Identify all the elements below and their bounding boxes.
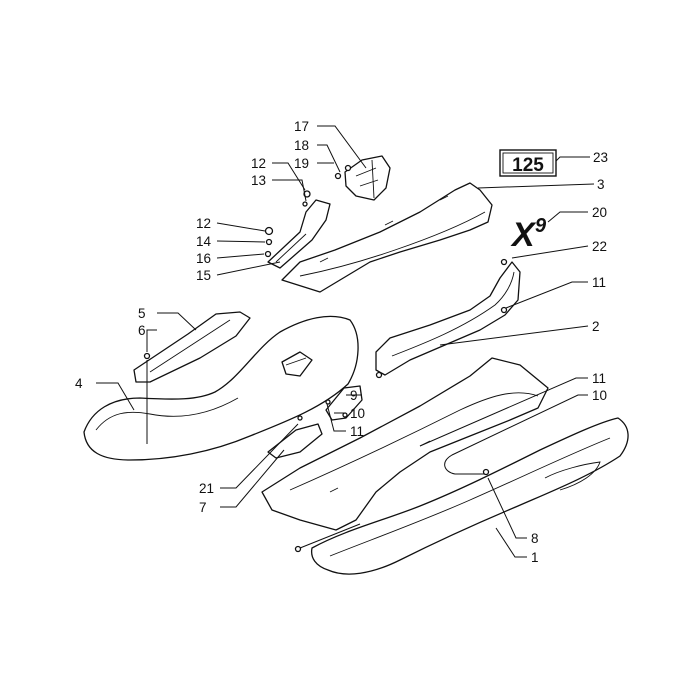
callout-12-top: 12 bbox=[251, 156, 266, 171]
callout-11-right-top: 11 bbox=[592, 275, 606, 290]
callout-2: 2 bbox=[592, 319, 600, 334]
catalog-number-box: 125 bbox=[499, 149, 557, 177]
callout-20: 20 bbox=[592, 205, 607, 220]
callout-13: 13 bbox=[251, 173, 266, 188]
callout-1: 1 bbox=[531, 550, 539, 565]
fasteners bbox=[143, 164, 508, 553]
callout-16: 16 bbox=[196, 251, 211, 266]
callout-8: 8 bbox=[531, 531, 539, 546]
callout-18: 18 bbox=[294, 138, 309, 153]
leader-lines bbox=[96, 125, 595, 558]
callout-17: 17 bbox=[294, 119, 309, 134]
part-15-hinge-bar bbox=[267, 199, 331, 269]
callout-23: 23 bbox=[593, 150, 608, 165]
logo-letter: X bbox=[510, 216, 537, 254]
callout-12-mid: 12 bbox=[196, 216, 211, 231]
callout-10-mid: 10 bbox=[350, 406, 365, 421]
callout-3: 3 bbox=[597, 177, 605, 192]
part-4-left-footboard bbox=[83, 315, 359, 461]
callout-11-mid: 11 bbox=[350, 424, 364, 439]
callout-4: 4 bbox=[75, 376, 83, 391]
callout-6: 6 bbox=[138, 323, 146, 338]
part-1-right-footboard bbox=[310, 417, 629, 575]
callout-14: 14 bbox=[196, 234, 212, 249]
callout-21: 21 bbox=[199, 481, 214, 496]
part-5-plate bbox=[133, 311, 251, 383]
part-2-tunnel-panel bbox=[375, 261, 521, 376]
catalog-number: 125 bbox=[512, 155, 544, 176]
part-17-bracket bbox=[344, 155, 391, 201]
callout-22: 22 bbox=[592, 239, 607, 254]
callout-19: 19 bbox=[294, 156, 309, 171]
callout-7: 7 bbox=[199, 500, 207, 515]
logo-digit: 9 bbox=[535, 215, 547, 237]
callout-15: 15 bbox=[196, 268, 211, 283]
part-3-tunnel-cover bbox=[281, 182, 493, 293]
part-7-bracket bbox=[267, 423, 323, 459]
callout-10-right: 10 bbox=[592, 388, 607, 403]
x9-logo-decal: X 9 bbox=[510, 215, 547, 254]
callout-11-right: 11 bbox=[592, 371, 606, 386]
callout-5: 5 bbox=[138, 306, 146, 321]
